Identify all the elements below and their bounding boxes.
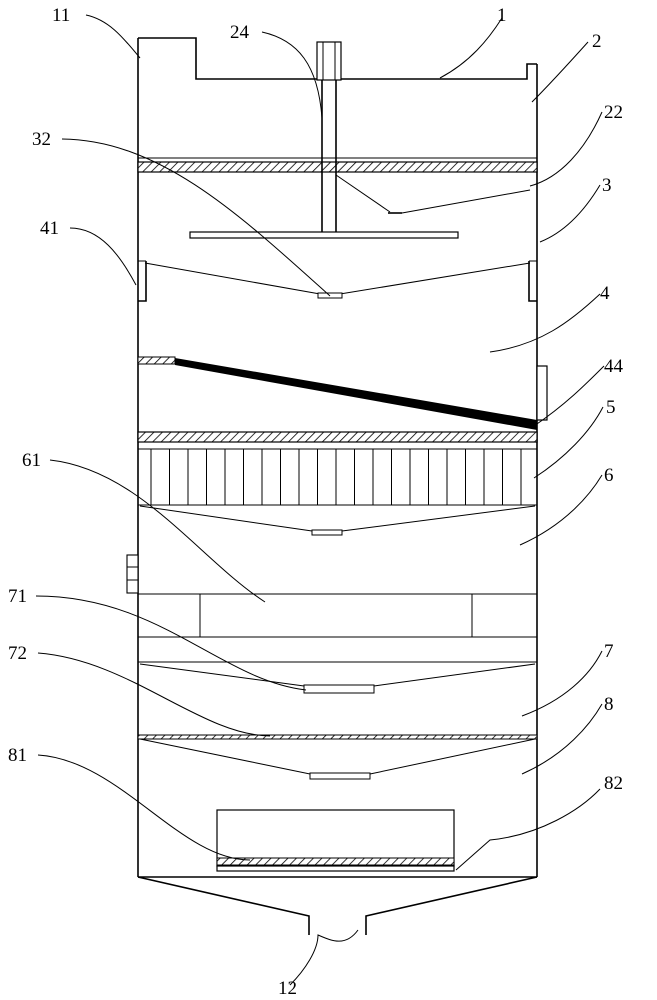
bottom-cone-12 — [137, 876, 538, 935]
collector-81 — [216, 809, 455, 872]
label-61: 61 — [22, 450, 41, 471]
plate-44 — [137, 431, 538, 443]
label-4: 4 — [600, 283, 610, 304]
label-82: 82 — [604, 773, 623, 794]
partition-plate-22 — [137, 161, 538, 173]
chamber-61 — [138, 593, 537, 638]
label-71: 71 — [8, 586, 27, 607]
inlet-11 — [138, 37, 537, 80]
label-22: 22 — [604, 102, 623, 123]
label-12: 12 — [278, 978, 297, 999]
funnel-plate-6 — [126, 505, 536, 594]
funnel-plate-3 — [138, 260, 537, 302]
label-8: 8 — [604, 694, 614, 715]
label-32: 32 — [32, 129, 51, 150]
membrane-72 — [137, 734, 538, 740]
label-44: 44 — [604, 356, 624, 377]
label-6: 6 — [604, 465, 614, 486]
inclined-screen-4 — [137, 356, 548, 430]
label-24: 24 — [230, 22, 250, 43]
label-11: 11 — [52, 5, 70, 26]
label-3: 3 — [602, 175, 612, 196]
label-41: 41 — [40, 218, 59, 239]
packing-layer-5 — [138, 448, 537, 506]
funnel-plate-8 — [139, 738, 536, 780]
label-1: 1 — [497, 5, 507, 26]
leader-lines — [35, 14, 605, 986]
stirring-shaft-24 — [189, 41, 459, 239]
label-7: 7 — [604, 641, 614, 662]
label-2: 2 — [592, 31, 602, 52]
funnel-plate-7 — [138, 661, 537, 694]
label-72: 72 — [8, 643, 27, 664]
label-81: 81 — [8, 745, 27, 766]
label-5: 5 — [606, 397, 616, 418]
